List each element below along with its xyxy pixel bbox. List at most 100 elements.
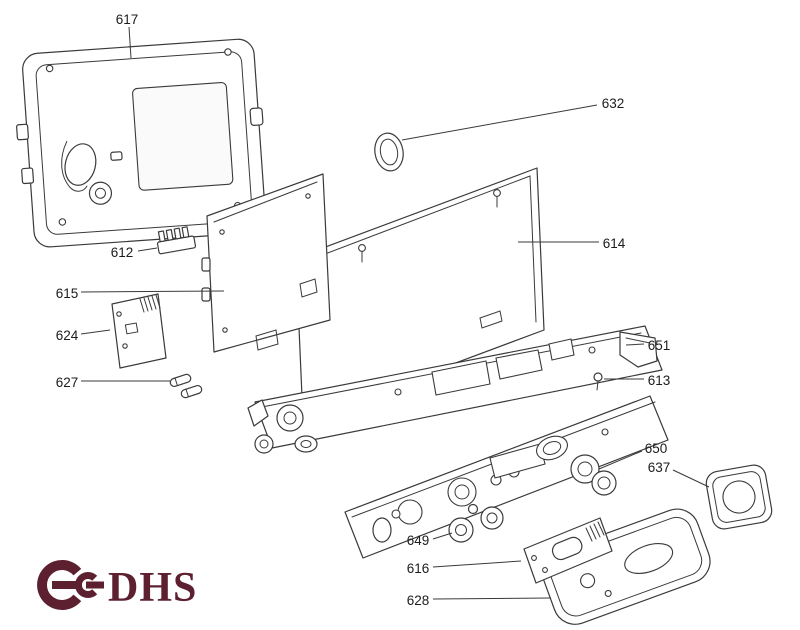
tray-end-boss	[372, 517, 392, 543]
part-613-screw	[593, 372, 603, 391]
knob-hole	[397, 499, 423, 525]
callout-628: 628	[407, 593, 430, 608]
knob-hole-inner	[454, 484, 470, 500]
screw-icon	[493, 189, 501, 197]
pcb-component	[124, 322, 139, 335]
mount-boss-center	[259, 439, 269, 449]
tray-face	[344, 395, 669, 559]
part-649-knobs	[448, 503, 504, 543]
leader-lines	[80, 26, 710, 600]
bracket-cutout	[495, 349, 543, 380]
knob	[591, 470, 617, 496]
housing-support-bracket	[247, 325, 663, 454]
rear-panel-slot	[479, 310, 503, 329]
mount-boss	[276, 404, 304, 432]
leader-650	[598, 450, 643, 470]
latch-arm	[61, 140, 88, 192]
leader-612	[137, 247, 158, 252]
fascia-inner-edge	[550, 516, 703, 617]
logo-text: DHS	[108, 565, 197, 611]
knob-hole	[447, 477, 477, 507]
knob-center	[597, 476, 611, 490]
grommet-inner-ring	[379, 138, 399, 166]
part-637-end-cap	[705, 464, 773, 530]
screw-hole	[588, 346, 596, 354]
callout-615: 615	[56, 286, 79, 301]
terminal-pin	[181, 226, 190, 239]
mount-tab	[21, 167, 35, 185]
fascia-hole	[604, 589, 612, 597]
latch-lever	[64, 143, 97, 186]
screw-shaft	[596, 380, 599, 391]
callout-650: 650	[645, 441, 668, 456]
pcb-button	[551, 536, 583, 561]
leader-624	[80, 329, 111, 335]
module-clip	[201, 257, 211, 272]
knob-center	[577, 461, 593, 477]
callout-617: 617	[116, 12, 139, 27]
callout-627: 627	[56, 375, 79, 390]
callout-651: 651	[648, 338, 671, 353]
logo-bar-small	[86, 581, 104, 589]
flange-body	[619, 331, 658, 368]
cover-recess-panel	[132, 81, 234, 191]
latch-hub	[88, 181, 113, 205]
latch-stud	[110, 151, 123, 161]
logo-bar	[52, 581, 82, 589]
screw-hole	[391, 509, 401, 519]
board-hole	[305, 193, 311, 199]
callout-614: 614	[603, 236, 626, 251]
bracket-cutout	[548, 338, 575, 361]
part-650-knobs	[570, 454, 617, 496]
module-body	[206, 173, 331, 353]
cover-inner-wall	[35, 51, 253, 235]
board-hole	[116, 311, 122, 317]
board-hole	[531, 555, 537, 561]
terminal-pin	[157, 230, 166, 243]
leader-632	[401, 104, 598, 141]
pin-sleeve	[169, 373, 192, 388]
latch-hub-center	[94, 187, 106, 199]
mount-tab	[16, 123, 29, 141]
leader-651	[625, 343, 645, 346]
side-clip	[249, 107, 264, 126]
logo-outer-arc	[37, 560, 82, 610]
mount-cylinder	[294, 435, 318, 453]
module-edge	[213, 181, 318, 223]
knob	[480, 506, 504, 530]
bracket-lug	[247, 399, 269, 427]
screw-hole	[45, 64, 54, 73]
screw-icon	[358, 244, 366, 252]
module-clip	[201, 287, 211, 302]
board-hole	[122, 343, 128, 349]
screw-hole	[58, 218, 67, 226]
part-617-rear-cover	[16, 38, 267, 248]
part-632-grommet	[374, 132, 404, 172]
terminal-pin	[165, 228, 174, 241]
callout-637: 637	[648, 460, 671, 475]
screw-hole	[601, 428, 609, 436]
control-tray	[344, 395, 669, 559]
part-614-rear-panel	[295, 167, 545, 421]
knob-center	[455, 524, 467, 536]
pcb-connector-hatch	[139, 294, 161, 313]
mount-boss-center	[283, 411, 297, 425]
fascia-oval-slot	[624, 543, 674, 574]
pin-seam	[185, 388, 189, 398]
board-hole	[219, 229, 225, 235]
cap-opening	[722, 480, 756, 514]
bracket-cutout	[431, 360, 491, 396]
pcb-connector-hatch	[585, 521, 605, 542]
board-hole	[542, 567, 548, 573]
mount-cylinder-center	[300, 440, 312, 448]
leader-637	[672, 469, 710, 488]
callout-649: 649	[407, 533, 430, 548]
callout-616: 616	[407, 561, 430, 576]
knob-cap	[467, 503, 479, 515]
callout-labels: 617 632 612 615 624 627 614 651 613 650 …	[56, 12, 671, 608]
selector-oval-opening	[536, 435, 568, 461]
module-tab	[255, 329, 279, 351]
callout-613: 613	[648, 373, 671, 388]
part-627-pins	[169, 373, 203, 399]
